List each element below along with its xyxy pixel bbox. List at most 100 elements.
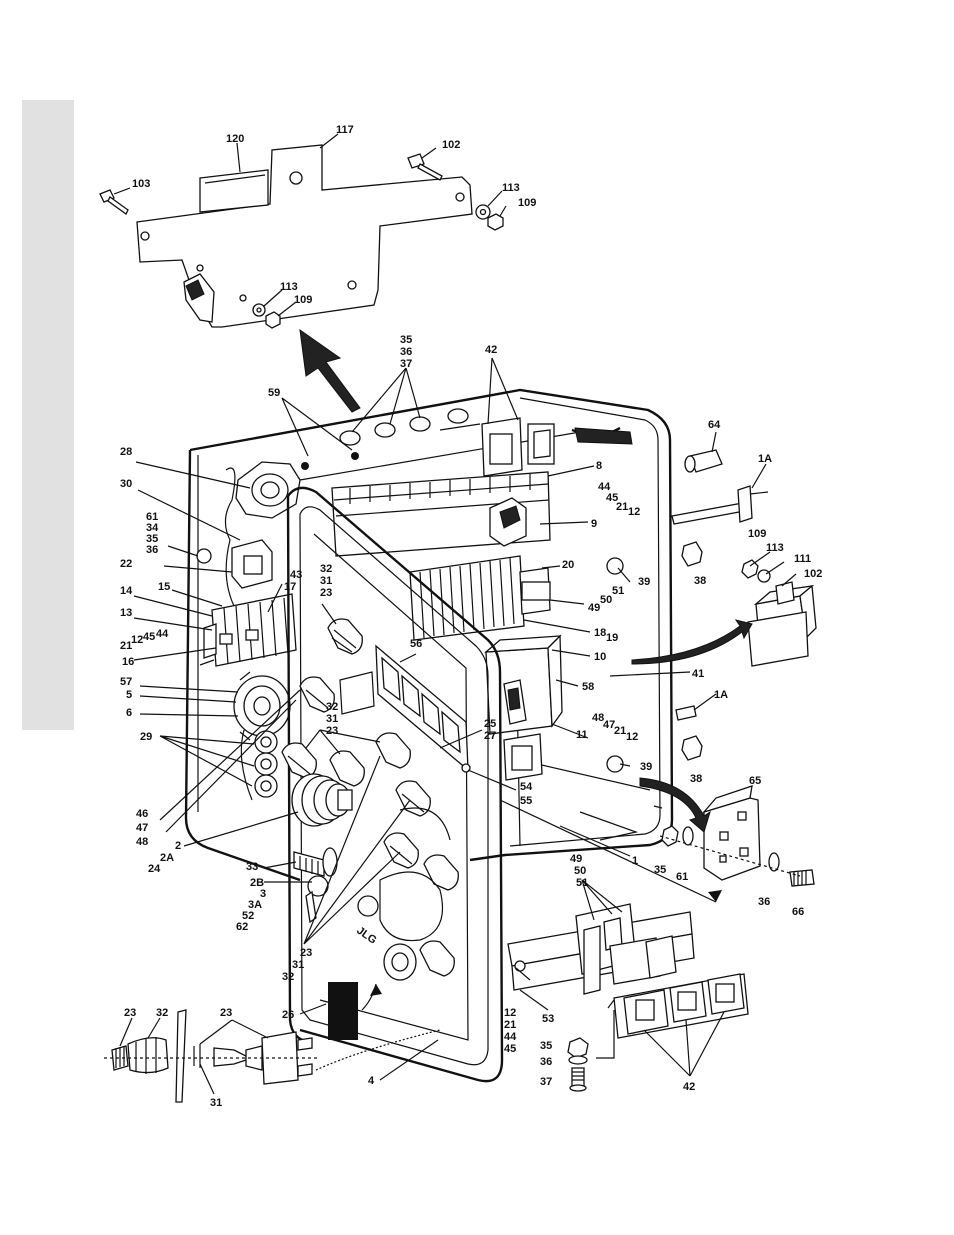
- leader-lines: [113, 133, 797, 1095]
- label-16: 16: [122, 656, 134, 668]
- panel-marking: JLG: [354, 925, 378, 947]
- label-32-switch: 32: [156, 1007, 168, 1019]
- label-45-right: 45: [606, 492, 618, 504]
- label-53: 53: [542, 1013, 554, 1025]
- label-44: 44: [156, 628, 169, 640]
- clip-38-lower: [681, 735, 703, 761]
- label-8: 8: [596, 460, 602, 472]
- label-26: 26: [282, 1009, 294, 1021]
- label-48-right: 48: [592, 712, 604, 724]
- terminal-block-left: [199, 593, 297, 667]
- circular-connector-57-5-6: [233, 671, 291, 741]
- bolt-103: [99, 189, 129, 215]
- label-44-right: 44: [598, 481, 611, 493]
- label-120: 120: [226, 133, 244, 145]
- label-42-top: 42: [485, 344, 497, 356]
- label-21-lower: 21: [614, 725, 626, 737]
- label-24: 24: [148, 863, 161, 875]
- label-57: 57: [120, 676, 132, 688]
- label-111: 111: [794, 553, 811, 565]
- label-61: 61: [146, 511, 158, 523]
- label-109-lower: 109: [294, 294, 312, 306]
- label-50: 50: [600, 594, 612, 606]
- label-51: 51: [612, 585, 624, 597]
- label-35-left: 35: [146, 533, 158, 545]
- label-2B: 2B: [250, 877, 264, 889]
- label-109-right: 109: [748, 528, 766, 540]
- label-113-lower: 113: [280, 281, 298, 293]
- label-21-bottom: 21: [504, 1019, 516, 1031]
- label-23-mid: 23: [326, 725, 338, 737]
- label-66: 66: [792, 906, 804, 918]
- label-42-bottom: 42: [683, 1081, 695, 1093]
- mounting-bracket: [136, 144, 473, 328]
- label-20: 20: [562, 559, 574, 571]
- label-28: 28: [120, 446, 132, 458]
- label-23-upper: 23: [320, 587, 332, 599]
- label-39-top: 39: [638, 576, 650, 588]
- relays-49-50-51: [575, 903, 677, 995]
- page-side-tab: [22, 100, 74, 730]
- label-1: 1: [632, 855, 638, 867]
- nut-35-right: [661, 825, 679, 847]
- label-37-bottom: 37: [540, 1076, 552, 1088]
- label-61-right: 61: [676, 871, 688, 883]
- label-47: 47: [136, 822, 148, 834]
- label-37: 37: [400, 358, 412, 370]
- label-5: 5: [126, 689, 132, 701]
- bracket-1A-lower: [675, 705, 697, 721]
- label-62: 62: [236, 921, 248, 933]
- label-2: 2: [175, 840, 181, 852]
- label-31-mid: 31: [326, 713, 338, 725]
- label-18: 18: [594, 627, 606, 639]
- electrical-enclosure: [184, 388, 674, 882]
- label-2A: 2A: [160, 852, 174, 864]
- nut-109-lower: [265, 311, 281, 329]
- relay-30: [231, 539, 273, 589]
- relay-65-arrow: [639, 777, 711, 833]
- label-25: 25: [484, 718, 496, 730]
- label-41: 41: [692, 668, 704, 680]
- label-23-switch: 23: [124, 1007, 136, 1019]
- bracket-1A-top: [671, 485, 769, 525]
- nut-109-top: [487, 213, 504, 231]
- assembly-arrow: [299, 328, 361, 413]
- label-102-right: 102: [804, 568, 822, 580]
- label-3A: 3A: [248, 899, 262, 911]
- label-35-bottom: 35: [540, 1040, 552, 1052]
- panel-knob: [322, 847, 338, 877]
- nut-35-bottom: [567, 1037, 589, 1059]
- relay-65: [702, 785, 761, 881]
- relay-assembly-111: [741, 559, 817, 667]
- upper-relay-rail: [331, 471, 551, 557]
- screw-37-bottom: [569, 1067, 587, 1092]
- switch-panel-56: [375, 644, 471, 773]
- label-39-bottom: 39: [640, 761, 652, 773]
- label-52: 52: [242, 910, 254, 922]
- label-45: 45: [143, 631, 155, 643]
- label-47-right: 47: [603, 719, 615, 731]
- cable-gland-28: [224, 461, 301, 611]
- label-32-mid: 32: [326, 701, 338, 713]
- label-45-bottom: 45: [504, 1043, 516, 1055]
- terminal-strip-18-20: [409, 555, 551, 641]
- label-35: 35: [400, 334, 412, 346]
- label-36-left: 36: [146, 544, 158, 556]
- label-13: 13: [120, 607, 132, 619]
- label-10: 10: [594, 651, 606, 663]
- nuts-29: [240, 729, 278, 801]
- label-38-lower: 38: [690, 773, 702, 785]
- label-9: 9: [591, 518, 597, 530]
- label-19: 19: [606, 632, 618, 644]
- label-3: 3: [260, 888, 266, 900]
- label-12: 12: [131, 634, 143, 646]
- connectors-42-top: [439, 417, 555, 477]
- label-11: 11: [576, 729, 588, 741]
- sensor-64: [684, 449, 723, 473]
- label-64: 64: [708, 419, 721, 431]
- screw-66: [659, 835, 815, 887]
- relay-box-58: [484, 634, 563, 735]
- washer-36-right: [768, 852, 780, 872]
- bolt-102-top: [407, 153, 443, 181]
